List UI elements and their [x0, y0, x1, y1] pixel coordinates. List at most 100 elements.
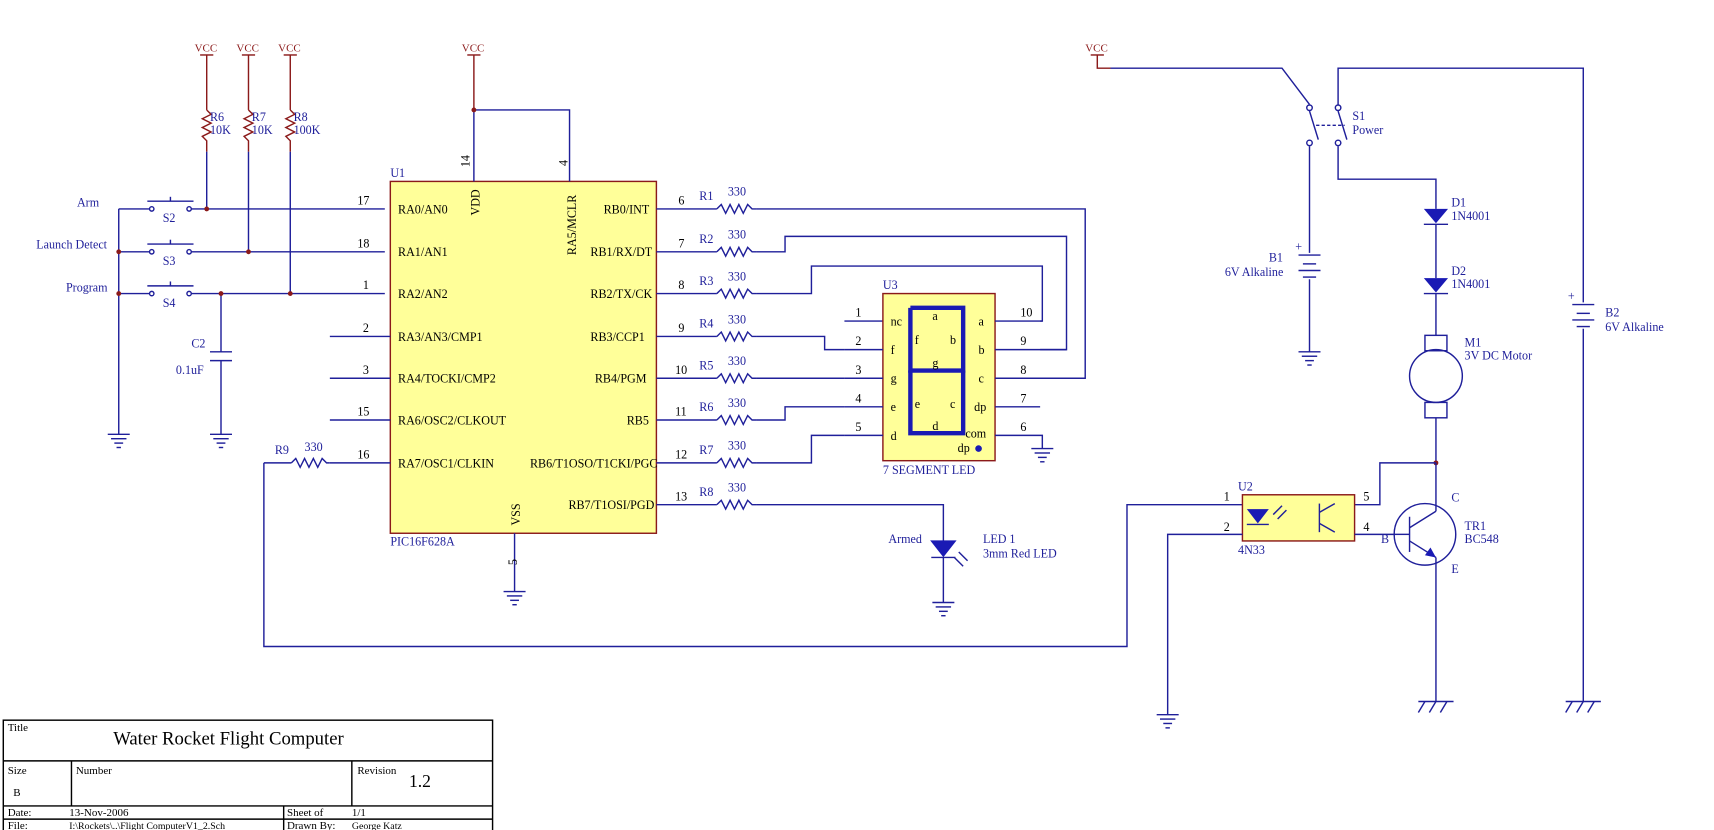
svg-text:R9: R9 [275, 443, 289, 457]
svg-text:f: f [915, 333, 920, 347]
svg-text:+: + [1568, 289, 1575, 303]
resistor-r5: R5 330 [656, 354, 757, 385]
svg-text:c: c [950, 397, 955, 411]
svg-text:Armed: Armed [888, 532, 922, 546]
svg-text:d: d [932, 419, 938, 433]
svg-text:S3: S3 [163, 254, 176, 268]
svg-text:George Katz: George Katz [352, 821, 403, 830]
svg-text:VCC: VCC [1085, 43, 1108, 55]
svg-text:0.1uF: 0.1uF [176, 363, 204, 377]
svg-text:RA3/AN3/CMP1: RA3/AN3/CMP1 [398, 330, 483, 344]
svg-text:a: a [932, 309, 938, 323]
svg-text:E: E [1451, 562, 1458, 576]
svg-text:nc: nc [891, 314, 902, 328]
battery-b1: + B1 6V Alkaline [1225, 240, 1321, 366]
svg-text:330: 330 [728, 312, 746, 326]
svg-text:1.2: 1.2 [409, 771, 431, 791]
ground-u2 [1156, 713, 1179, 729]
chassis-ground-tr1 [1417, 700, 1454, 713]
svg-text:c: c [979, 372, 984, 386]
svg-text:R8: R8 [294, 110, 308, 124]
resistor-r7-series: R7 330 [656, 439, 757, 469]
svg-text:12: 12 [675, 447, 687, 461]
svg-text:5: 5 [855, 420, 861, 434]
svg-text:Power: Power [1352, 123, 1383, 137]
svg-text:9: 9 [678, 321, 684, 335]
ground-u1 [503, 590, 526, 606]
led-led1: Armed LED 1 3mm Red LED [888, 532, 1057, 617]
svg-text:Date:: Date: [8, 807, 32, 819]
svg-text:RB1/RX/DT: RB1/RX/DT [590, 245, 652, 259]
svg-text:RA6/OSC2/CLKOUT: RA6/OSC2/CLKOUT [398, 413, 507, 427]
diode-d2: D2 1N4001 [1423, 264, 1490, 295]
svg-text:b: b [950, 333, 956, 347]
svg-text:VCC: VCC [462, 43, 485, 55]
svg-text:6V Alkaline: 6V Alkaline [1225, 265, 1284, 279]
resistor-r8: R8 100K [284, 109, 321, 152]
svg-text:9: 9 [1020, 334, 1026, 348]
svg-text:C: C [1451, 490, 1459, 504]
svg-text:Drawn By:: Drawn By: [287, 820, 336, 830]
svg-text:VDD: VDD [468, 189, 482, 215]
svg-text:1: 1 [855, 306, 861, 320]
svg-text:10K: 10K [252, 123, 273, 137]
svg-text:16: 16 [357, 447, 369, 461]
svg-text:13-Nov-2006: 13-Nov-2006 [69, 807, 129, 819]
svg-text:R5: R5 [699, 358, 713, 372]
svg-text:10: 10 [675, 363, 687, 377]
capacitor-c2: C2 0.1uF [176, 293, 232, 449]
svg-text:+: + [1295, 240, 1302, 254]
svg-text:R7: R7 [699, 443, 713, 457]
svg-text:Launch Detect: Launch Detect [36, 237, 107, 251]
u1-left-pins: 17 RA0/AN0 18 RA1/AN1 1 RA2/AN2 2 RA3/AN… [329, 194, 507, 470]
svg-text:e: e [891, 400, 896, 414]
svg-text:dp: dp [958, 441, 970, 455]
svg-text:B1: B1 [1269, 251, 1283, 265]
svg-text:11: 11 [675, 405, 687, 419]
svg-text:R3: R3 [699, 274, 713, 288]
svg-text:VCC: VCC [195, 43, 218, 55]
svg-text:14: 14 [458, 155, 472, 167]
svg-text:4: 4 [1363, 520, 1369, 534]
resistor-r7: R7 10K [242, 109, 273, 152]
svg-text:I:\Rockets\..\Flight ComputerV: I:\Rockets\..\Flight ComputerV1_2.Sch [69, 821, 225, 830]
svg-text:330: 330 [728, 228, 746, 242]
svg-text:TR1: TR1 [1465, 519, 1486, 533]
svg-text:B: B [1381, 532, 1389, 546]
u3-pin-numbers: 1 2 3 4 5 10 9 8 7 6 [844, 306, 1086, 449]
svg-text:e: e [915, 397, 920, 411]
svg-text:6V Alkaline: 6V Alkaline [1605, 320, 1664, 334]
svg-text:330: 330 [728, 269, 746, 283]
switch-s2: Arm S2 [77, 196, 385, 225]
svg-text:R6: R6 [699, 400, 713, 414]
transistor-tr1: C B E TR1 BC548 [1381, 490, 1499, 575]
svg-text:a: a [979, 314, 985, 328]
svg-text:VSS: VSS [509, 503, 523, 525]
ground-switches [107, 433, 130, 449]
svg-text:g: g [891, 372, 897, 386]
svg-text:d: d [891, 429, 897, 443]
svg-text:RB5: RB5 [627, 413, 649, 427]
svg-text:4N33: 4N33 [1238, 543, 1265, 557]
svg-text:RA1/AN1: RA1/AN1 [398, 245, 448, 259]
svg-text:VCC: VCC [278, 43, 301, 55]
resistor-r6-series: R6 330 [656, 396, 757, 427]
svg-text:1N4001: 1N4001 [1451, 277, 1490, 291]
u1-right-pins: RB0/INT RB1/RX/DT RB2/TX/CK RB3/CCP1 RB4… [530, 194, 687, 513]
svg-text:3: 3 [855, 363, 861, 377]
svg-text:R1: R1 [699, 189, 713, 203]
svg-text:RA7/OSC1/CLKIN: RA7/OSC1/CLKIN [398, 456, 494, 470]
resistor-r3: R3 330 [656, 269, 757, 300]
svg-text:2: 2 [363, 321, 369, 335]
svg-text:Size: Size [8, 765, 27, 777]
title-block: Title Water Rocket Flight Computer Size … [2, 719, 494, 830]
svg-text:VCC: VCC [236, 43, 259, 55]
resistor-r6: R6 10K [200, 109, 231, 152]
svg-text:R7: R7 [252, 110, 266, 124]
svg-text:M1: M1 [1465, 335, 1482, 349]
switch-s1: S1 Power [1306, 104, 1383, 147]
resistor-r8-series: R8 330 [656, 480, 757, 511]
svg-text:7: 7 [678, 236, 684, 250]
svg-text:6: 6 [1020, 420, 1026, 434]
